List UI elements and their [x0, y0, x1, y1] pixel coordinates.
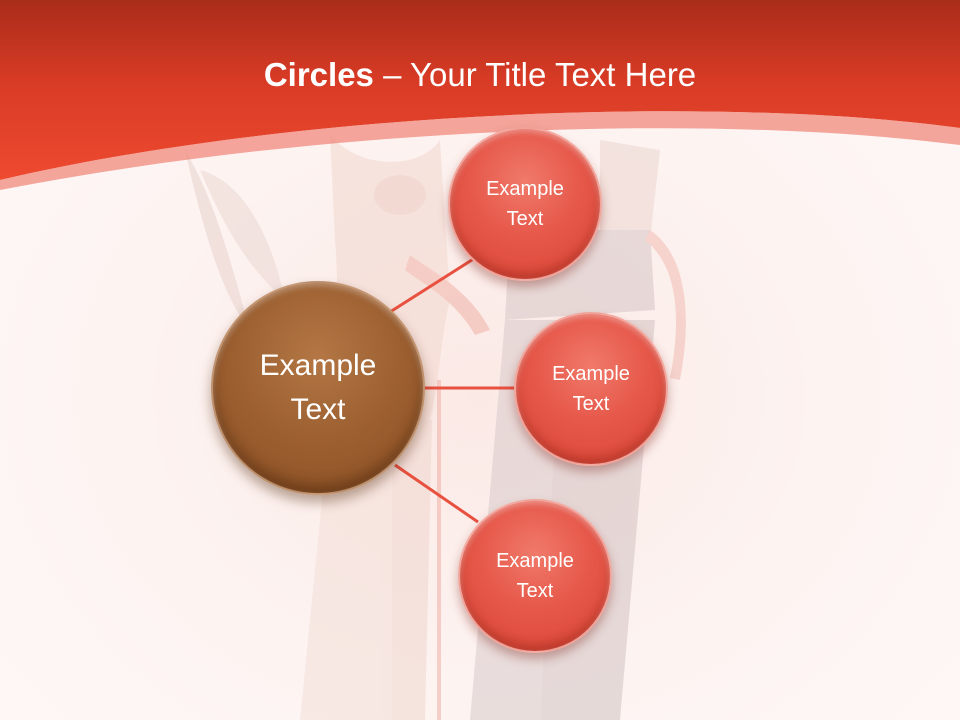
outer-circle-middle[interactable]: Example Text	[514, 312, 668, 466]
outer-circle-label: Example Text	[486, 178, 564, 230]
header-band	[0, 0, 960, 180]
slide-title: Circles – Your Title Text Here	[0, 52, 960, 98]
outer-circle-label: Example Text	[496, 550, 574, 602]
connector-lines	[389, 256, 518, 524]
connector-line-bottom	[394, 463, 479, 524]
center-circle[interactable]: Example Text	[211, 281, 425, 495]
outer-circle-top[interactable]: Example Text	[448, 127, 602, 281]
center-circle-label: Example Text	[259, 349, 377, 426]
outer-circle-label: Example Text	[552, 363, 630, 415]
slide-title-rest: – Your Title Text Here	[373, 56, 697, 93]
outer-circle-bottom[interactable]: Example Text	[458, 499, 612, 653]
slide-title-bold: Circles	[263, 56, 374, 93]
connector-line-top	[389, 256, 476, 314]
header-swoosh-light	[0, 111, 960, 190]
